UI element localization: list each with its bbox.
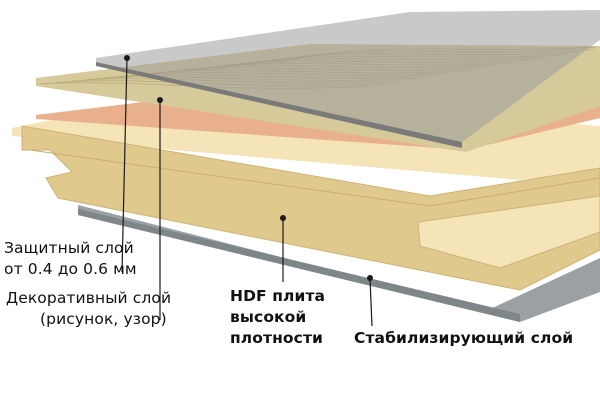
hdf-board-label: HDF плита высокой плотности bbox=[230, 286, 325, 349]
stabilizing-layer-edge bbox=[78, 209, 520, 322]
hdf-board-label-line-3: плотности bbox=[230, 329, 323, 347]
hdf-board-tongue bbox=[417, 195, 600, 269]
decorative-layer-label-line-1: Декоративный слой bbox=[6, 289, 172, 307]
leader-dot-hdf bbox=[280, 215, 286, 221]
protective-layer-label-line-1: Защитный слой bbox=[4, 239, 134, 257]
leader-dot-protective bbox=[124, 55, 130, 61]
stabilizing-layer-label-line-1: Стабилизирующий слой bbox=[354, 329, 574, 347]
hdf-board-label-line-1: HDF плита bbox=[230, 287, 326, 305]
protective-layer-label-line-2: от 0.4 до 0.6 мм bbox=[4, 260, 137, 278]
hdf-board-edge-line bbox=[29, 149, 600, 207]
protective-overlay-layer bbox=[96, 10, 600, 142]
stabilizing-layer bbox=[78, 205, 600, 322]
stabilizing-layer-label: Стабилизирующий слой bbox=[354, 328, 573, 349]
protective-layer-label: Защитный слой от 0.4 до 0.6 мм bbox=[4, 238, 137, 280]
protective-overlay-edge bbox=[96, 62, 462, 148]
leader-lines bbox=[121, 55, 373, 327]
leader-line-protective bbox=[121, 57, 128, 273]
hdf-board-label-line-2: высокой bbox=[230, 308, 307, 326]
decorative-layer-label: Декоративный слой (рисунок, узор) bbox=[6, 288, 171, 330]
leader-dot-decorative bbox=[157, 97, 163, 103]
decorative-layer-label-line-2: (рисунок, узор) bbox=[40, 310, 167, 328]
leader-line-stabilizing bbox=[369, 277, 373, 327]
leader-dot-stabilizing bbox=[367, 275, 373, 281]
